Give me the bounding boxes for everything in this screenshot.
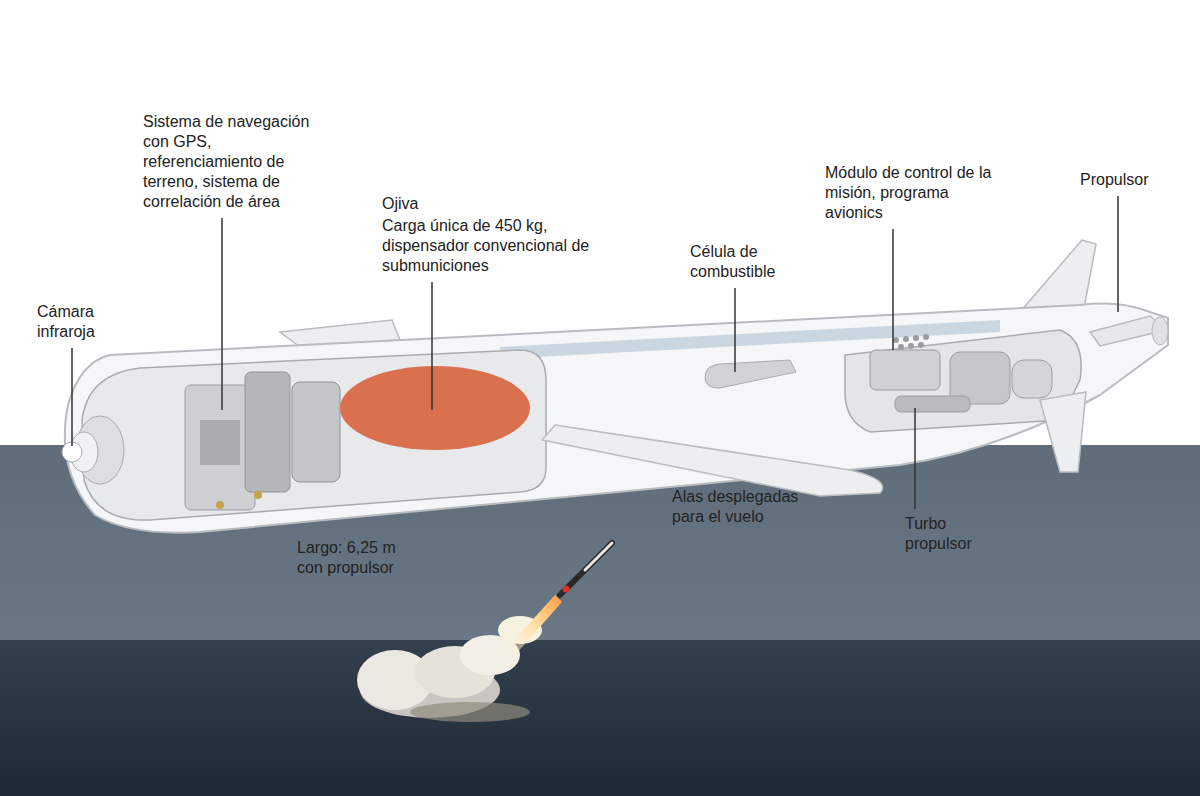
nose-cutaway [82,350,546,520]
leader-line [71,348,73,446]
booster-nozzle [1152,317,1168,345]
tail-fin [1020,240,1096,312]
launch-plume [357,543,612,722]
part-label: Sistema de navegación con GPS, referenci… [143,112,323,212]
sea [0,640,1200,796]
part-label: Largo: 6,25 m con propulsor [297,538,417,578]
leader-line [914,408,916,509]
leader-line [734,288,736,372]
leader-line [1117,196,1119,312]
missile-body [65,304,1168,533]
guidance-system [185,372,340,510]
part-label: Propulsor [1080,170,1180,190]
leader-lines [72,196,1118,509]
part-label: Célula de combustible [690,242,810,282]
part-label: Turbo propulsor [905,514,1005,554]
part-label: Alas desplegadas para el vuelo [672,487,802,527]
tail-fin [1040,392,1086,472]
leader-line [431,282,433,410]
part-label: Cámara infraroja [37,302,127,342]
leader-line [221,218,223,410]
warhead [340,366,530,450]
part-label: Módulo de control de la misión, programa… [825,163,1000,223]
main-wing [542,425,883,496]
fuel-cell [705,360,796,388]
part-label: Carga única de 450 kg, dispensador conve… [382,216,597,276]
part-label: Ojiva [382,194,622,214]
leader-line [892,229,894,350]
